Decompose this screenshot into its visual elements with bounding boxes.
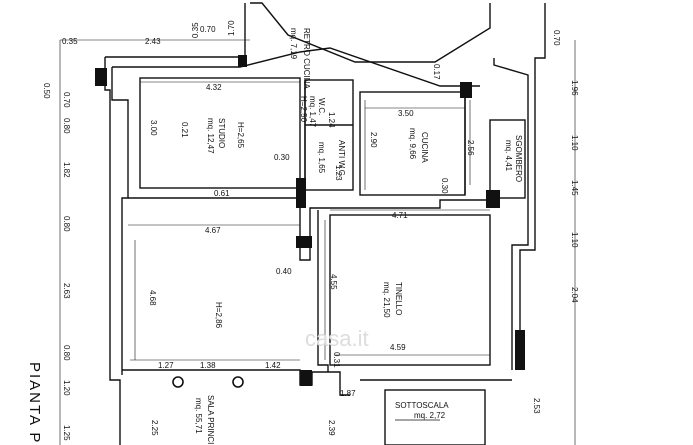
dim-top-035: 0.35 (62, 37, 78, 46)
dim-left-125: 1.25 (62, 425, 71, 441)
dim-sala-467: 4.67 (205, 226, 221, 235)
partition-tinello-west (317, 210, 329, 372)
studio-height-label: H=2,65 (236, 122, 245, 149)
cucina-name: CUCINA (420, 132, 429, 163)
dim-top-070: 0.70 (200, 25, 216, 34)
dim-left-120: 1.20 (62, 380, 71, 396)
dim-right-070: 0.70 (552, 30, 561, 46)
sala-name: SALA PRINCIP. (206, 395, 215, 445)
wc-height: H=2,50 (299, 96, 308, 123)
dim-cucina-256: 2.56 (466, 140, 475, 156)
sala-height: H=2,86 (214, 302, 223, 329)
studio-area: mq. 12,47 (206, 118, 215, 154)
dim-right-145: 1.45 (570, 180, 579, 196)
dim-right-110: 1.10 (570, 135, 579, 151)
dim-left-263: 2.63 (62, 283, 71, 299)
east-wall-inner (493, 58, 529, 370)
dim-sala-142: 1.42 (265, 361, 281, 370)
wc-name: W.C. (317, 98, 326, 116)
cucina-area: mq. 9,66 (408, 128, 417, 160)
sottoscala-area: mq. 2,72 (414, 411, 446, 420)
retro-name: RETRO CUCINA (302, 28, 311, 89)
dim-225: 2.25 (150, 420, 159, 436)
antiwc-area: mq. 1,65 (317, 142, 326, 174)
dim-cucina-width: 3.50 (398, 109, 414, 118)
dim-cucina-290: 2.90 (369, 132, 378, 148)
retro-wall (250, 2, 491, 63)
sgombero-area: mq. 4,41 (504, 140, 513, 172)
dim-sala-127: 1.27 (158, 361, 174, 370)
dim-top-035b: 0.35 (191, 22, 200, 38)
dim-187: 1.87 (340, 389, 356, 398)
dim-studio-width: 4.32 (206, 83, 222, 92)
tinello-room (329, 214, 491, 366)
dim-239: 2.39 (327, 420, 336, 436)
dim-left-070: 0.70 (62, 92, 71, 108)
dim-top-243: 2.43 (145, 37, 161, 46)
column-right (232, 376, 244, 388)
dim-017: 0.17 (432, 64, 441, 80)
dim-left-182: 1.82 (62, 162, 71, 178)
dim-top-170: 1.70 (227, 20, 236, 36)
sottoscala-area (384, 389, 486, 445)
west-wall (104, 57, 121, 445)
dim-tinello-455: 4.55 (329, 274, 338, 290)
wc-room (304, 79, 354, 191)
dim-left-050: 0.50 (42, 83, 51, 99)
dim-031: 0.31 (332, 352, 341, 368)
sala-area: mq. 55,71 (194, 398, 203, 434)
dim-sala-468: 4.68 (148, 290, 157, 306)
dim-030: 0.30 (274, 153, 290, 162)
sottoscala-name: SOTTOSCALA (395, 401, 449, 410)
sgombero-room (489, 119, 526, 199)
west-wall-inner (111, 67, 129, 375)
dim-wc-124: 1.24 (327, 112, 336, 128)
retro-area: mq. 7,19 (289, 28, 298, 60)
dim-left-080c: 0.80 (62, 345, 71, 361)
tinello-name: TINELLO (394, 282, 403, 316)
dim-right-196: 1.96 (570, 80, 579, 96)
dim-left-080: 0.80 (62, 118, 71, 134)
dim-right-253: 2.53 (532, 398, 541, 414)
dim-studio-height: 3.00 (149, 120, 158, 136)
dim-wc-123: 1.23 (334, 165, 343, 181)
dim-tinello-459: 4.59 (390, 343, 406, 352)
studio-name: STUDIO (217, 118, 226, 149)
sgombero-name: SGOMBERO (514, 135, 523, 183)
partition-central (128, 197, 495, 261)
dim-sala-138: 1.38 (200, 361, 216, 370)
outer-wall-north (105, 3, 246, 58)
column-left (172, 376, 184, 388)
tinello-area: mq. 21,50 (382, 282, 391, 318)
dim-right-204: 2.04 (570, 287, 579, 303)
dim-right-110b: 1.10 (570, 232, 579, 248)
dim-left-080b: 0.80 (62, 216, 71, 232)
dim-030b: 0.30 (440, 178, 449, 194)
watermark: casa.it (305, 326, 369, 351)
partition-south (122, 369, 350, 396)
dim-040: 0.40 (276, 267, 292, 276)
dim-061: 0.61 (214, 189, 230, 198)
plan-title: PIANTA P (26, 362, 43, 445)
dim-021: 0.21 (180, 122, 189, 138)
wc-area: mq. 1,47 (308, 96, 317, 128)
east-wall (519, 3, 546, 340)
dim-tinello-471: 4.71 (392, 211, 408, 220)
outer-wall-north-inner (112, 47, 480, 87)
